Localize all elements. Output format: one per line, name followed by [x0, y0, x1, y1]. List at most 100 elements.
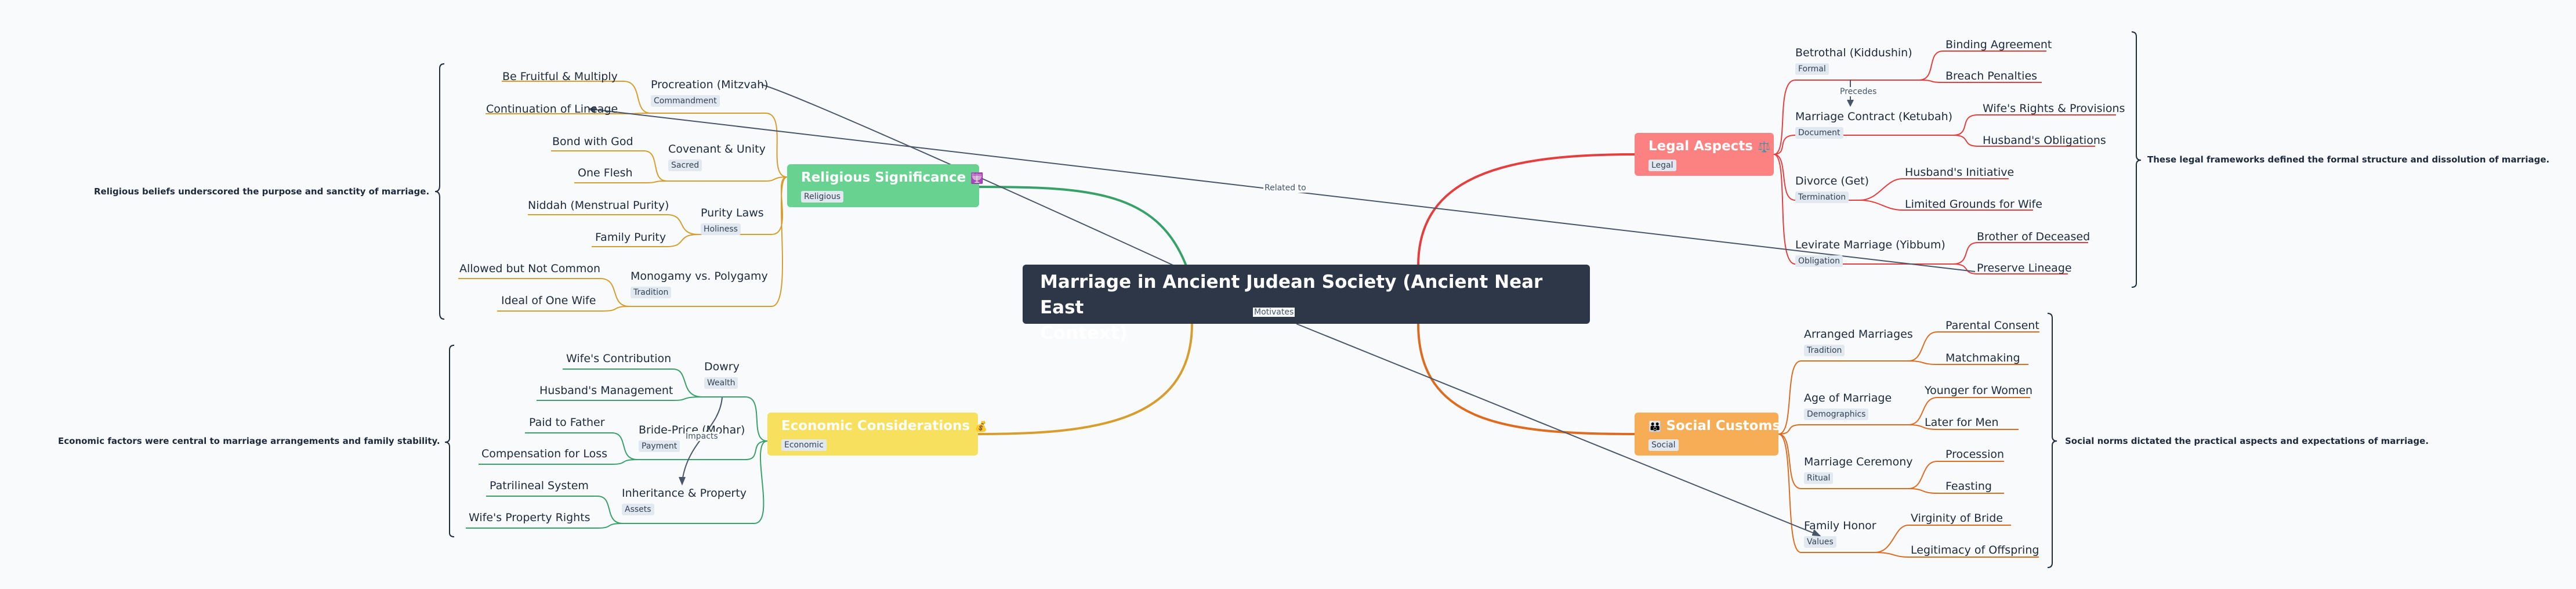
node-tag: Sacred [668, 160, 702, 171]
node-tag: Tradition [631, 287, 672, 298]
legal-branch[interactable]: Legal Aspects ⚖️ Legal [1635, 133, 1774, 176]
leaf-continuation-of-lineage[interactable]: Continuation of Lineage [486, 103, 618, 115]
leaf-be-fruitful[interactable]: Be Fruitful & Multiply [502, 70, 618, 83]
religious-links [458, 81, 788, 312]
leaf-wifes-property-rights[interactable]: Wife's Property Rights [469, 511, 590, 524]
economic-branch-tag: Economic [781, 439, 827, 451]
root-to-social-edge [1417, 323, 1635, 435]
node-tag: Commandment [651, 95, 720, 107]
leaf-husbands-management[interactable]: Husband's Management [539, 384, 673, 397]
leaf-binding-agreement[interactable]: Binding Agreement [1945, 38, 2052, 51]
dowry-node[interactable]: Dowry Wealth [704, 360, 740, 389]
arranged-marriages-node[interactable]: Arranged Marriages Tradition [1804, 327, 1913, 356]
social-branch[interactable]: 👪 Social Customs Social [1635, 413, 1781, 456]
leaf-ideal-one-wife[interactable]: Ideal of One Wife [501, 294, 596, 307]
node-label: Levirate Marriage (Yibbum) [1795, 239, 1945, 251]
node-label: Procreation (Mitzvah) [651, 78, 769, 91]
leaf-younger-for-women[interactable]: Younger for Women [1925, 384, 2033, 397]
root-to-economic-edge [977, 323, 1193, 435]
impacts-label: Impacts [684, 432, 719, 441]
precedes-label: Precedes [1839, 87, 1878, 96]
family-icon: 👪 [1649, 421, 1662, 433]
node-label: Family Honor [1804, 519, 1876, 532]
leaf-parental-consent[interactable]: Parental Consent [1945, 319, 2039, 332]
summary-braces [434, 31, 2142, 568]
leaf-family-purity[interactable]: Family Purity [595, 231, 666, 244]
leaf-later-for-men[interactable]: Later for Men [1925, 416, 1999, 429]
money-bag-icon: 💰 [974, 421, 988, 433]
node-tag: Demographics [1804, 409, 1869, 420]
leaf-one-flesh[interactable]: One Flesh [578, 167, 633, 179]
age-of-marriage-node[interactable]: Age of Marriage Demographics [1804, 391, 1892, 420]
purity-laws-node[interactable]: Purity Laws Holiness [701, 206, 764, 235]
node-label: Inheritance & Property [622, 487, 747, 500]
monogamy-node[interactable]: Monogamy vs. Polygamy Tradition [631, 269, 768, 298]
node-tag: Assets [622, 504, 654, 515]
leaf-procession[interactable]: Procession [1945, 448, 2005, 461]
betrothal-node[interactable]: Betrothal (Kiddushin) Formal [1795, 46, 1912, 75]
root-title-line2: Context) [1040, 323, 1128, 344]
leaf-wifes-contribution[interactable]: Wife's Contribution [566, 352, 672, 365]
node-label: Marriage Ceremony [1804, 456, 1913, 468]
social-summary: Social norms dictated the practical aspe… [2065, 436, 2429, 446]
leaf-paid-to-father[interactable]: Paid to Father [529, 416, 605, 429]
root-to-religious-edge [979, 186, 1187, 266]
motivates-link [1296, 323, 1819, 536]
leaf-allowed-not-common[interactable]: Allowed but Not Common [459, 262, 601, 275]
leaf-preserve-lineage[interactable]: Preserve Lineage [1977, 262, 2072, 274]
node-tag: Obligation [1795, 255, 1843, 267]
root-title-line1: Marriage in Ancient Judean Society (Anci… [1040, 272, 1543, 318]
leaf-niddah[interactable]: Niddah (Menstrual Purity) [528, 199, 669, 212]
node-tag: Wealth [704, 377, 738, 389]
legal-summary: These legal frameworks defined the forma… [2147, 154, 2550, 165]
inheritance-node[interactable]: Inheritance & Property Assets [622, 486, 747, 515]
religious-branch[interactable]: Religious Significance 🕎 Religious [787, 164, 984, 207]
node-tag: Holiness [701, 223, 741, 235]
ketubah-node[interactable]: Marriage Contract (Ketubah) Document [1795, 110, 1952, 139]
node-tag: Ritual [1804, 472, 1834, 484]
scales-icon: ⚖️ [1758, 141, 1771, 153]
menorah-icon: 🕎 [970, 172, 984, 185]
religious-branch-title: Religious Significance [801, 170, 966, 185]
leaf-husbands-obligations[interactable]: Husband's Obligations [1983, 134, 2106, 147]
social-branch-title: Social Customs [1666, 418, 1781, 433]
leaf-compensation-for-loss[interactable]: Compensation for Loss [481, 447, 608, 460]
node-label: Betrothal (Kiddushin) [1795, 46, 1912, 59]
leaf-matchmaking[interactable]: Matchmaking [1945, 352, 2020, 364]
leaf-husbands-initiative[interactable]: Husband's Initiative [1905, 166, 2015, 179]
family-honor-node[interactable]: Family Honor Values [1804, 519, 1876, 548]
node-tag: Document [1795, 127, 1843, 139]
marriage-ceremony-node[interactable]: Marriage Ceremony Ritual [1804, 455, 1913, 484]
node-label: Marriage Contract (Ketubah) [1795, 110, 1953, 123]
node-label: Monogamy vs. Polygamy [631, 270, 768, 283]
leaf-patrilineal-system[interactable]: Patrilineal System [490, 479, 589, 492]
root-node[interactable]: Marriage in Ancient Judean Society (Anci… [1023, 265, 1590, 344]
social-links [1778, 331, 2039, 558]
leaf-legitimacy-of-offspring[interactable]: Legitimacy of Offspring [1911, 544, 2039, 557]
leaf-virginity-of-bride[interactable]: Virginity of Bride [1911, 512, 2003, 525]
divorce-node[interactable]: Divorce (Get) Termination [1795, 174, 1869, 203]
economic-branch[interactable]: Economic Considerations 💰 Economic [767, 413, 988, 456]
leaf-wifes-rights[interactable]: Wife's Rights & Provisions [1983, 102, 2125, 115]
leaf-limited-grounds[interactable]: Limited Grounds for Wife [1905, 198, 2042, 211]
motivates-label: Motivates [1253, 308, 1295, 317]
levirate-node[interactable]: Levirate Marriage (Yibbum) Obligation [1795, 238, 1945, 267]
leaf-bond-with-god[interactable]: Bond with God [552, 135, 633, 148]
economic-branch-title: Economic Considerations [781, 418, 970, 433]
economic-links [466, 368, 768, 529]
node-tag: Termination [1795, 191, 1849, 203]
legal-links [1773, 50, 2116, 274]
related-to-label: Related to [1263, 183, 1307, 193]
node-label: Purity Laws [701, 207, 764, 219]
leaf-breach-penalties[interactable]: Breach Penalties [1945, 70, 2038, 82]
node-label: Dowry [704, 360, 740, 373]
procreation-node[interactable]: Procreation (Mitzvah) Commandment [651, 78, 769, 107]
leaf-feasting[interactable]: Feasting [1945, 480, 1992, 493]
covenant-node[interactable]: Covenant & Unity Sacred [668, 142, 766, 171]
node-label: Age of Marriage [1804, 392, 1892, 404]
root-to-legal-edge [1417, 153, 1635, 266]
leaf-brother-of-deceased[interactable]: Brother of Deceased [1977, 230, 2090, 243]
node-tag: Formal [1795, 63, 1829, 75]
legal-branch-title: Legal Aspects [1649, 139, 1753, 154]
